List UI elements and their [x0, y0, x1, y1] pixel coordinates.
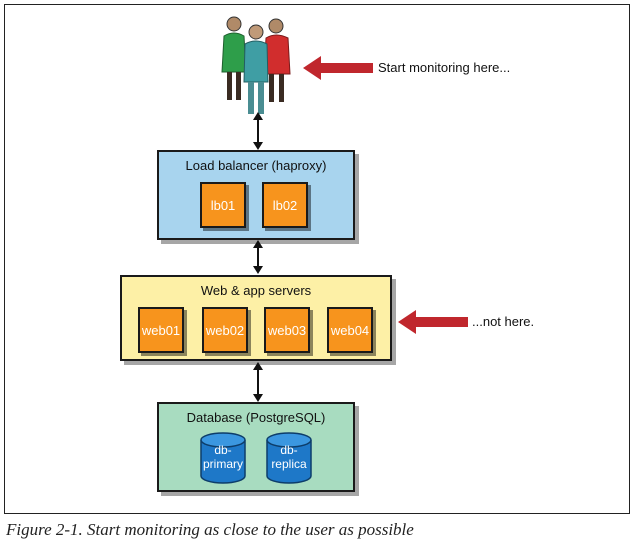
- db-replica-line1: db-: [280, 443, 298, 457]
- web-app-tier: Web & app servers web01 web02 web03 web0…: [120, 275, 392, 361]
- load-balancer-tier: Load balancer (haproxy) lb01 lb02: [157, 150, 355, 240]
- db-primary-line1: db-: [214, 443, 232, 457]
- double-arrow-icon: [253, 240, 263, 274]
- not-here-note: ...not here.: [472, 314, 535, 329]
- double-arrow-icon: [253, 362, 263, 402]
- web-tier-title: Web & app servers: [200, 283, 312, 298]
- database-tier: Database (PostgreSQL) db- primary db- re…: [157, 402, 355, 492]
- db-primary-line2: primary: [202, 457, 243, 471]
- server-lb02: lb02: [262, 182, 308, 228]
- server-web04: web04: [327, 307, 373, 353]
- users-icon: [221, 16, 291, 114]
- db-replica-line2: replica: [271, 457, 307, 471]
- figure-caption: Figure 2-1. Start monitoring as close to…: [6, 520, 414, 539]
- server-lb01: lb01: [200, 182, 246, 228]
- db-primary: db- primary: [199, 432, 247, 484]
- double-arrow-icon: [253, 112, 263, 150]
- server-web03: web03: [264, 307, 310, 353]
- server-web02: web02: [202, 307, 248, 353]
- database-title: Database (PostgreSQL): [186, 410, 326, 425]
- server-web01: web01: [138, 307, 184, 353]
- database-cylinder-icon: [200, 432, 246, 484]
- red-arrow-icon: [398, 310, 468, 334]
- red-arrow-icon: [303, 56, 373, 80]
- db-replica: db- replica: [265, 432, 313, 484]
- load-balancer-title: Load balancer (haproxy): [185, 158, 327, 173]
- database-cylinder-icon: [266, 432, 312, 484]
- start-monitoring-note: Start monitoring here...: [378, 60, 511, 75]
